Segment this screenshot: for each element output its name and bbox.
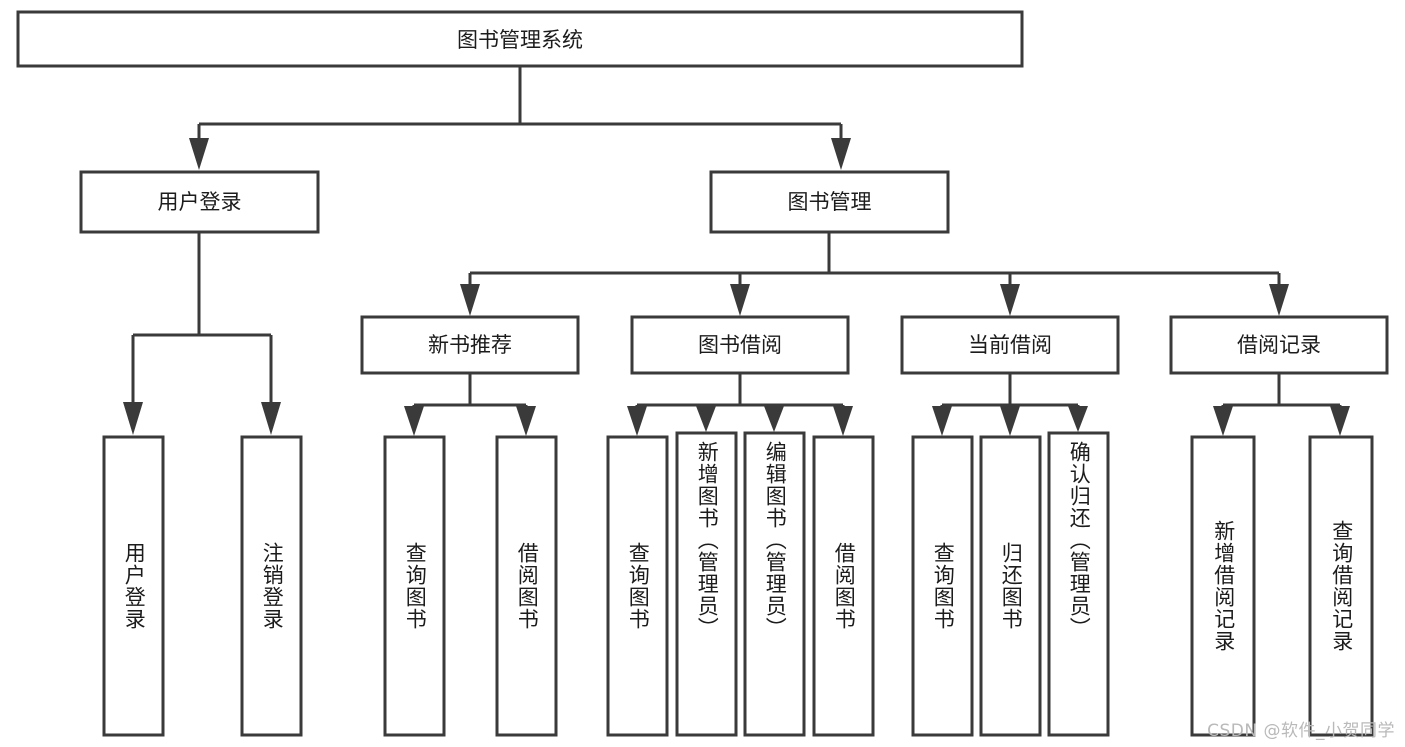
node-book-management-label: 图书管理	[788, 190, 872, 214]
node-book-management[interactable]: 图书管理	[709, 170, 950, 234]
connector-bookborrow-to-leaves	[627, 373, 853, 436]
connector-root-to-level2	[189, 66, 851, 170]
leaf-node-book-borrow-add[interactable]	[675, 431, 738, 737]
connector-currentborrow-to-leaves	[932, 373, 1088, 436]
node-root[interactable]: 图书管理系统	[16, 10, 1024, 68]
leaf-node-book-borrow-edit[interactable]	[743, 431, 806, 737]
connector-borrowrecord-to-leaves	[1213, 373, 1350, 436]
connector-bookmgmt-to-level3	[460, 232, 1289, 316]
leaf-node-current-borrow-return[interactable]	[979, 435, 1042, 737]
node-new-book-recommend[interactable]: 新书推荐	[360, 315, 580, 375]
leaf-node-user-login-login[interactable]	[102, 435, 165, 737]
leaf-node-user-login-logout[interactable]	[240, 435, 303, 737]
node-book-borrow[interactable]: 图书借阅	[630, 315, 850, 375]
leaf-node-new-book-borrow[interactable]	[495, 435, 558, 737]
leaf-node-new-book-query[interactable]	[383, 435, 446, 737]
leaf-node-book-borrow-query[interactable]	[606, 435, 669, 737]
node-book-borrow-label: 图书借阅	[698, 333, 782, 357]
connector-newbook-to-leaves	[404, 373, 536, 436]
leaf-node-borrow-record-add[interactable]	[1190, 435, 1256, 737]
connector-userlogin-to-leaves	[123, 232, 281, 435]
leaf-node-borrow-record-query[interactable]	[1308, 435, 1374, 737]
node-borrow-record[interactable]: 借阅记录	[1169, 315, 1389, 375]
node-current-borrow[interactable]: 当前借阅	[900, 315, 1120, 375]
node-new-book-recommend-label: 新书推荐	[428, 333, 512, 357]
leaf-node-book-borrow-borrow[interactable]	[812, 435, 875, 737]
csdn-watermark: CSDN @软件_小贺同学	[1207, 721, 1395, 741]
node-root-label: 图书管理系统	[457, 28, 583, 52]
node-user-login[interactable]: 用户登录	[79, 170, 320, 234]
leaf-node-current-borrow-query[interactable]	[911, 435, 974, 737]
leaf-node-current-borrow-confirm[interactable]	[1047, 431, 1110, 737]
node-borrow-record-label: 借阅记录	[1237, 333, 1321, 357]
node-current-borrow-label: 当前借阅	[968, 333, 1052, 357]
node-user-login-label: 用户登录	[158, 190, 242, 214]
